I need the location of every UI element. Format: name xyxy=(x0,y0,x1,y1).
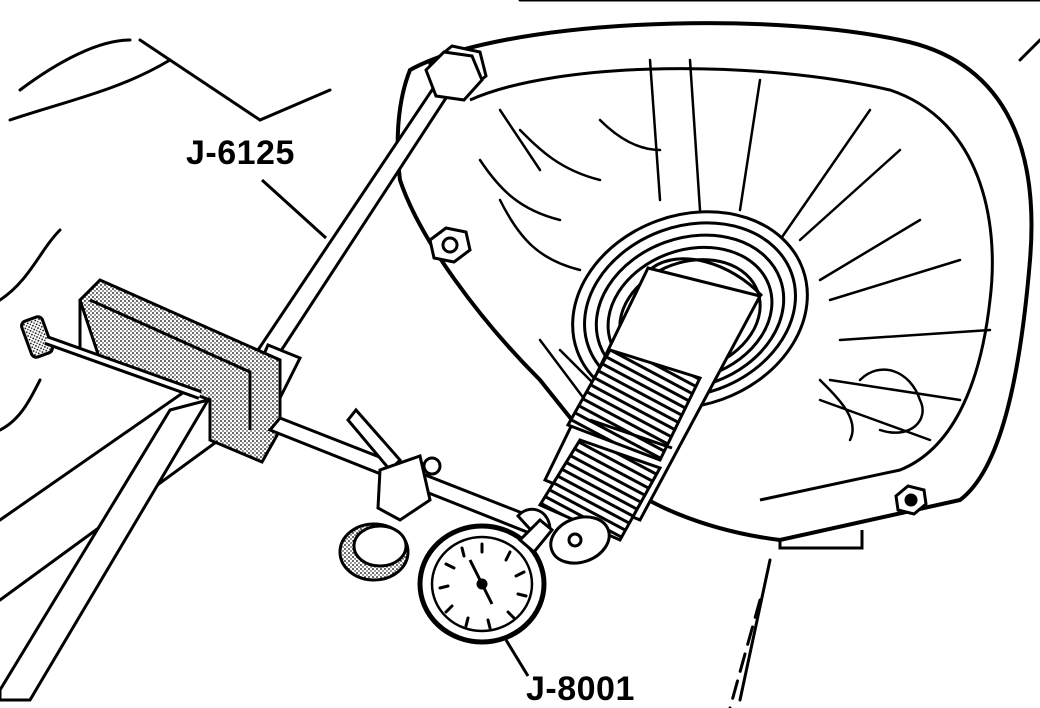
input-shaft xyxy=(537,257,764,565)
pump-face-detail xyxy=(478,58,992,442)
locking-knob xyxy=(338,522,410,582)
indicator-arm xyxy=(267,407,552,543)
leader-line-j6125 xyxy=(260,178,328,240)
label-j8001: J-8001 xyxy=(526,670,635,708)
clamp-support-bar xyxy=(0,397,212,702)
housing-bolt-lower xyxy=(894,484,928,516)
c-clamp xyxy=(20,278,282,464)
housing-bolt-middle xyxy=(428,226,472,264)
leader-line-j8001 xyxy=(504,639,530,677)
label-j6125: J-6125 xyxy=(186,134,295,172)
dial-indicator xyxy=(417,517,555,645)
